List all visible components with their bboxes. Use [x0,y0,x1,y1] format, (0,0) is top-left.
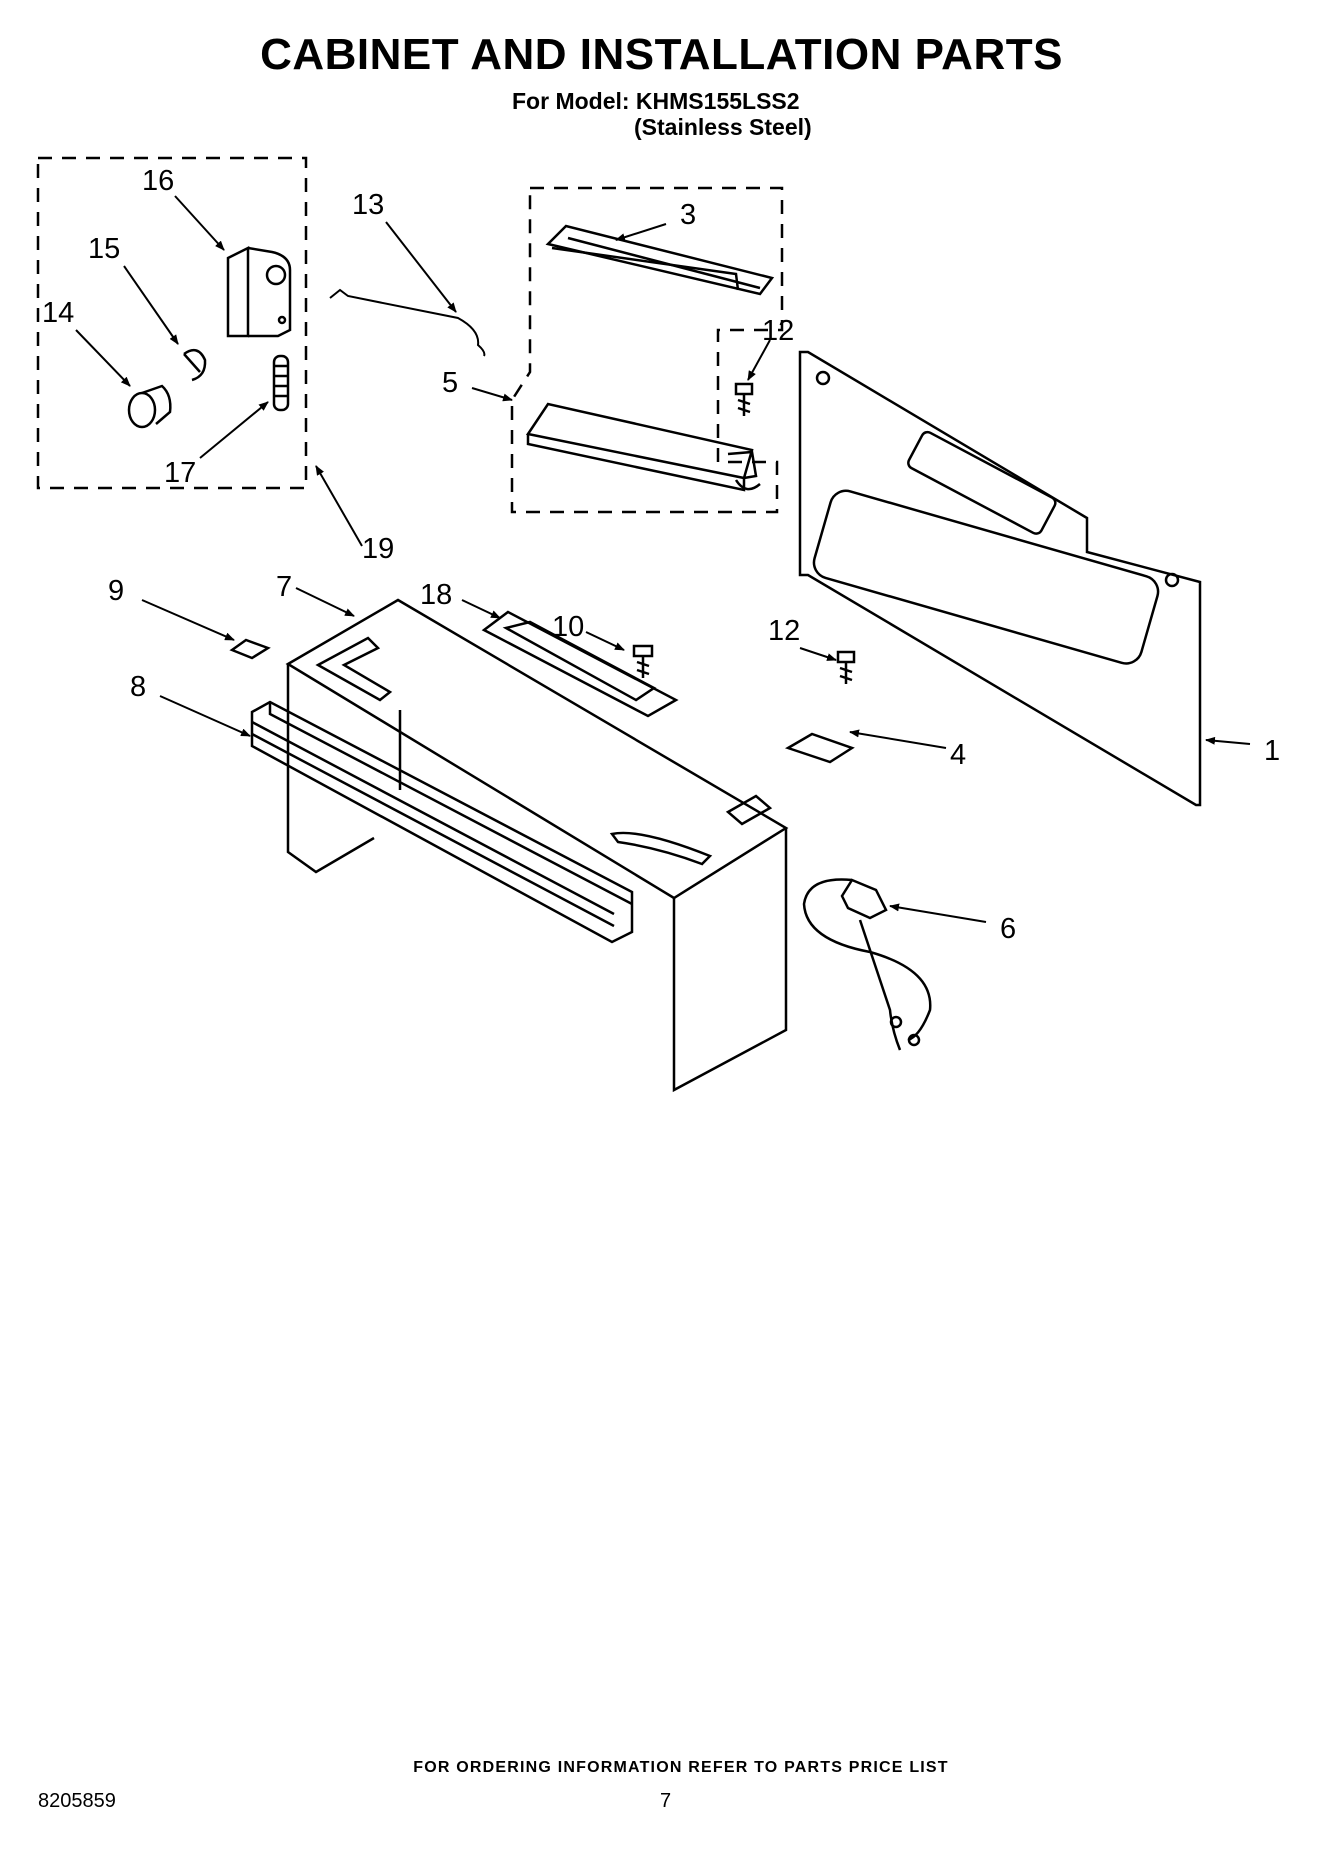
door-switch-part [802,878,932,1051]
callout-12-lower: 12 [768,615,800,647]
callout-16: 16 [142,165,174,197]
screw-upper-part [734,382,754,416]
model-finish: (Stainless Steel) [634,114,812,140]
cabinet-part [285,598,789,1093]
ordering-note: FOR ORDERING INFORMATION REFER TO PARTS … [413,1759,949,1776]
callout-8: 8 [130,671,146,703]
callout-15: 15 [88,233,120,265]
callout-9: 9 [108,575,124,607]
callout-7: 7 [276,571,292,603]
callout-1: 1 [1264,735,1280,767]
damper-assembly-group-box [510,186,784,514]
callout-5: 5 [442,367,458,399]
rail-part [545,224,775,296]
callout-19: 19 [362,533,394,565]
callout-6: 6 [1000,913,1016,945]
cabinet-screw-part [632,644,654,678]
callout-10: 10 [552,611,584,643]
push-button-part [127,384,172,429]
latch-bracket-part [226,245,292,338]
page-title: CABINET AND INSTALLATION PARTS [260,30,1063,79]
latch-kit-group-box [36,156,308,490]
callout-14: 14 [42,297,74,329]
callout-leaders [75,195,1251,923]
mounting-plate-part [798,350,1202,807]
document-number: 8205859 [38,1790,116,1812]
callout-18: 18 [420,579,452,611]
callout-labels: 16 15 14 17 19 13 3 5 12 12 4 1 6 7 9 8 … [42,165,1280,945]
callout-3: 3 [680,199,696,231]
pad-part [229,638,271,660]
small-bracket-part [784,732,855,764]
model-number: For Model: KHMS155LSS2 [512,88,800,114]
screw-lower-part [836,650,856,684]
callout-4: 4 [950,739,966,771]
callout-12-upper: 12 [762,315,794,347]
clip-part [183,348,207,382]
callout-13: 13 [352,189,384,221]
damper-tray-part [525,402,761,492]
callout-17: 17 [164,457,196,489]
page-number: 7 [660,1790,672,1812]
spring-part [272,354,290,412]
wire-part [329,288,486,357]
grille-part [250,700,634,944]
